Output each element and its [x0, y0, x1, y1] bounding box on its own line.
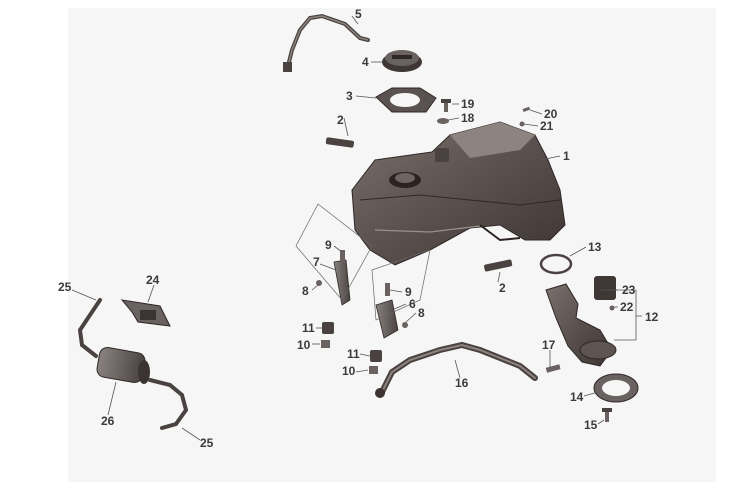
- callout-14: 14: [570, 390, 584, 404]
- left-bracket-assembly: [295, 203, 373, 348]
- rubber-strip-upper: [325, 137, 355, 148]
- hose-25-lower: [148, 378, 189, 430]
- callout-6: 6: [409, 297, 416, 311]
- cap-mounting-ring: [375, 87, 437, 113]
- fuel-hose-16: [375, 341, 538, 398]
- callout-1: 1: [563, 149, 570, 163]
- callout-11-left: 11: [302, 321, 315, 335]
- callout-26: 26: [101, 414, 115, 428]
- fuel-line-tube: [283, 13, 370, 72]
- callout-20: 20: [544, 107, 558, 121]
- callout-9-left: 9: [325, 238, 332, 252]
- seal-ring-13: [539, 253, 573, 275]
- callout-labels: 1 2 2 3 4 5 6 7 8 8 9 9 10 10 11 11 12 1…: [58, 7, 659, 450]
- callout-22: 22: [620, 300, 634, 314]
- pump-flange-14: [593, 373, 639, 403]
- callout-7: 7: [313, 255, 320, 269]
- callout-10-left: 10: [297, 338, 311, 352]
- filter-bracket-24: [120, 299, 171, 327]
- rubber-strip-lower: [484, 259, 513, 272]
- washer-18: [437, 118, 449, 124]
- screw-20: [522, 106, 531, 112]
- callout-11-right: 11: [347, 347, 360, 361]
- callout-25-lower: 25: [200, 436, 214, 450]
- fuel-cap: [382, 50, 422, 72]
- callout-4: 4: [362, 55, 369, 69]
- fuel-pump-assembly: [545, 276, 617, 373]
- callout-3: 3: [346, 89, 353, 103]
- callout-15: 15: [584, 418, 598, 432]
- callout-23: 23: [622, 283, 636, 297]
- callout-10-right: 10: [342, 364, 356, 378]
- hose-25-upper: [77, 298, 102, 358]
- bolt-19: [441, 99, 451, 112]
- callout-2-upper: 2: [337, 113, 344, 127]
- bolt-15: [602, 408, 612, 422]
- callout-8-right: 8: [418, 306, 425, 320]
- pin-21: [519, 121, 525, 127]
- callout-8-left: 8: [302, 284, 309, 298]
- fuel-tank: [351, 121, 566, 266]
- callout-24: 24: [146, 273, 160, 287]
- callout-12: 12: [645, 310, 659, 324]
- callout-18: 18: [461, 111, 475, 125]
- callout-2-lower: 2: [499, 281, 506, 295]
- callout-19: 19: [461, 97, 475, 111]
- callout-25-upper: 25: [58, 280, 72, 294]
- callout-16: 16: [455, 376, 469, 390]
- callout-21: 21: [540, 119, 554, 133]
- fuel-filter-26: [96, 347, 150, 384]
- callout-5: 5: [355, 7, 362, 21]
- callout-13: 13: [588, 240, 602, 254]
- leader-lines: [71, 15, 642, 441]
- callout-9-right: 9: [405, 285, 412, 299]
- callout-17: 17: [542, 338, 556, 352]
